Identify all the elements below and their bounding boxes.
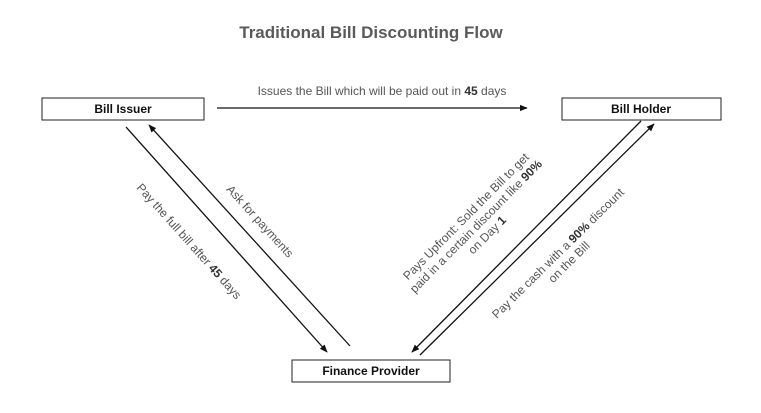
node-bill-issuer-label: Bill Issuer (94, 102, 152, 116)
edge-finance-to-issuer (148, 124, 351, 347)
label-issues-bill: Issues the Bill which will be paid out i… (258, 84, 507, 98)
edge-holder-to-finance (411, 120, 642, 353)
node-bill-issuer: Bill Issuer (41, 97, 205, 121)
node-finance-provider: Finance Provider (291, 359, 451, 383)
label-issues-bill-post: days (478, 84, 507, 98)
label-pay-cash-line1-post: discount (583, 185, 628, 229)
edge-issuer-to-finance (125, 126, 328, 353)
node-bill-holder: Bill Holder (561, 97, 722, 121)
label-issues-bill-days: 45 (464, 84, 478, 98)
edge-finance-to-holder (419, 123, 655, 356)
label-pay-cash: Pay the cash with a 90% discount on the … (489, 183, 639, 331)
diagram-title: Traditional Bill Discounting Flow (239, 23, 503, 42)
label-pay-cash-line1-pre: Pay the cash with a (489, 236, 575, 321)
label-pay-full-pre: Pay the full bill after (134, 181, 216, 271)
label-pays-upfront-line2: paid in a certain discount like 90% (407, 157, 545, 296)
label-pay-full-post: days (215, 271, 245, 302)
node-finance-provider-label: Finance Provider (322, 364, 420, 378)
label-pays-upfront-line2-pre: paid in a certain discount like (407, 174, 528, 296)
label-issues-bill-pre: Issues the Bill which will be paid out i… (258, 84, 465, 98)
node-bill-holder-label: Bill Holder (611, 102, 671, 116)
